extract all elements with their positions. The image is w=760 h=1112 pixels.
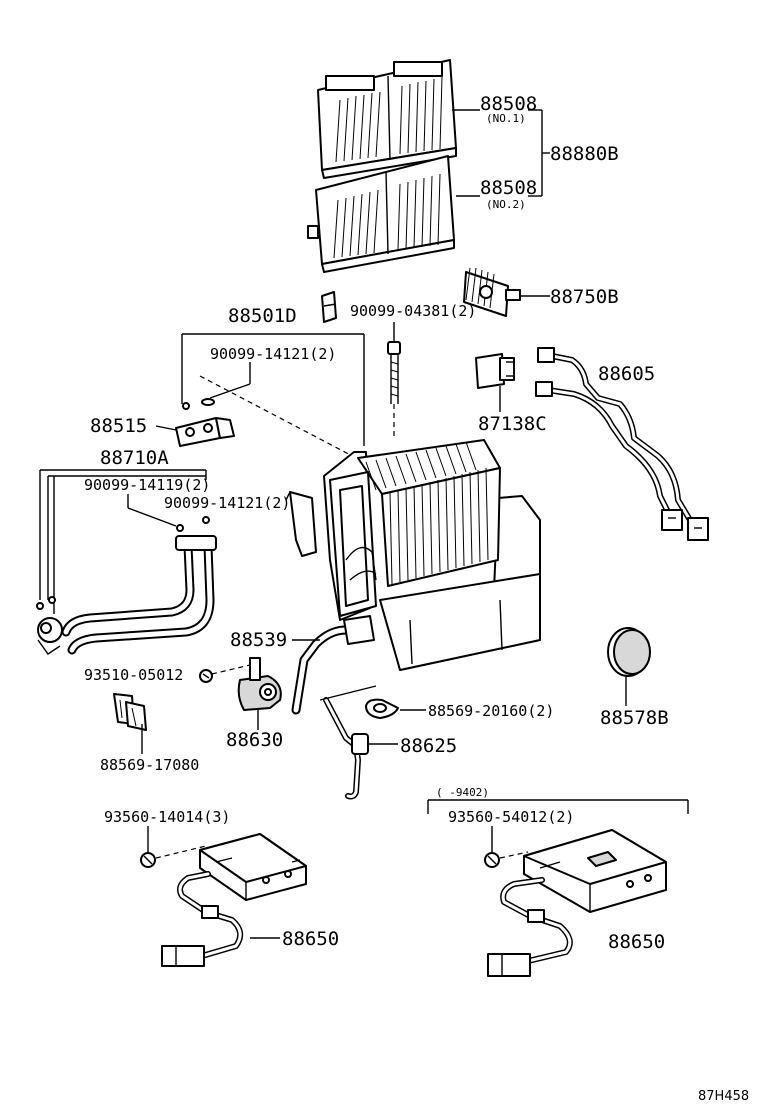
temperature-sensor — [319, 685, 377, 800]
evaporator-fins — [365, 441, 489, 585]
clamp — [113, 693, 147, 731]
amplifier-left — [199, 833, 307, 901]
label-valve: 88515 — [90, 415, 147, 437]
label-cover: 88578B — [600, 707, 669, 729]
tube-assembly — [37, 535, 217, 655]
label-relay: 87138C — [478, 413, 547, 435]
label-oring-14119: 90099-14119(2) — [84, 476, 210, 494]
label-oring-14121-top: 90099-14121(2) — [210, 345, 336, 363]
amplifier-right — [523, 829, 667, 913]
label-hose: 88539 — [230, 629, 287, 651]
amplifier-left-harness — [161, 871, 244, 967]
label-filter-no2-part: 88508 — [480, 177, 537, 199]
label-filter-set: 88880B — [550, 143, 619, 165]
drain-hose — [291, 615, 375, 715]
label-case-assy: 88501D — [228, 305, 297, 327]
air-filter-no1 — [317, 59, 457, 179]
screw — [387, 341, 401, 404]
diagram-code: 87H458 — [698, 1089, 749, 1104]
label-bolt-54012: 93560-54012(2) — [448, 808, 574, 826]
label-bolt-14014: 93560-14014(3) — [104, 808, 230, 826]
label-amp-left: 88650 — [282, 928, 339, 950]
wire-harness — [535, 347, 709, 541]
label-clamp-17080: 88569-17080 — [100, 756, 199, 774]
clip — [365, 698, 399, 719]
case-clip — [321, 291, 337, 323]
relay — [475, 353, 515, 389]
label-oring-14121-mid: 90099-14121(2) — [164, 494, 290, 512]
air-filter-no2 — [307, 155, 455, 273]
round-cover — [607, 627, 651, 677]
label-screw-04381: 90099-04381(2) — [350, 302, 476, 320]
label-sensor: 88625 — [400, 735, 457, 757]
expansion-valve — [175, 417, 235, 447]
label-harness: 88605 — [598, 363, 655, 385]
label-bolt-05012: 93510-05012 — [84, 666, 183, 684]
thermistor-unit — [237, 657, 282, 711]
evaporator-case — [285, 439, 541, 671]
label-date-range: ( -9402) — [436, 786, 489, 799]
label-clip-20160: 88569-20160(2) — [428, 702, 554, 720]
label-tube-assy: 88710A — [100, 447, 169, 469]
blower-resistor — [463, 267, 521, 317]
label-resistor: 88750B — [550, 286, 619, 308]
label-thermistor-unit: 88630 — [226, 729, 283, 751]
label-filter-no1-part: 88508 — [480, 93, 537, 115]
label-filter-no2-note: (NO.2) — [486, 198, 526, 211]
amplifier-right-harness — [487, 877, 573, 977]
label-amp-right: 88650 — [608, 931, 665, 953]
label-filter-no1-note: (NO.1) — [486, 112, 526, 125]
